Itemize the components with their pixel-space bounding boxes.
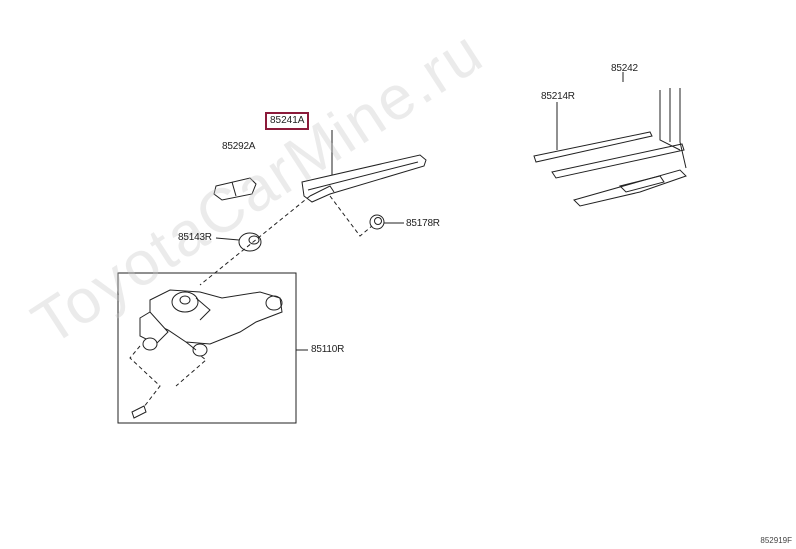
part-label-85241A[interactable]: 85241A <box>265 112 310 130</box>
wiper-arm <box>301 130 427 203</box>
motor-box <box>117 272 297 424</box>
wiper-motor <box>131 289 283 419</box>
arm-cap <box>213 177 257 201</box>
part-label-85178R[interactable]: 85178R <box>406 218 440 229</box>
blade-rubber <box>533 102 653 163</box>
dashed-guides <box>129 195 373 413</box>
nut-85143R <box>215 232 262 252</box>
part-label-85110R[interactable]: 85110R <box>311 344 345 355</box>
wiper-blade <box>551 72 687 207</box>
part-label-85143R[interactable]: 85143R <box>178 232 212 243</box>
part-label-85214R[interactable]: 85214R <box>541 91 575 102</box>
part-label-85292A[interactable]: 85292A <box>222 141 256 152</box>
figure-code: 852919F <box>760 536 792 545</box>
cap-85178R <box>369 214 404 230</box>
part-label-85242[interactable]: 85242 <box>611 63 638 74</box>
